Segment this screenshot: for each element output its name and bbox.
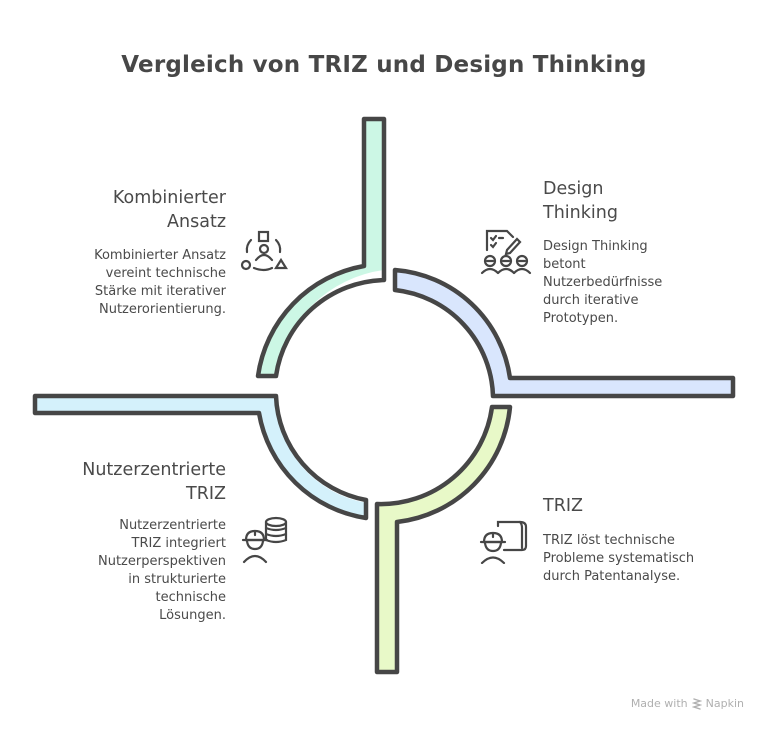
made-with-napkin-badge[interactable]: Made with Napkin bbox=[631, 697, 744, 710]
description-line: durch iterative bbox=[543, 293, 639, 308]
description-line: Design Thinking bbox=[543, 239, 648, 254]
segment-nutzerzentrierte-triz bbox=[32, 393, 369, 521]
page-title: Vergleich von TRIZ und Design Thinking bbox=[121, 52, 647, 78]
heading-line: Nutzerzentrierte bbox=[82, 460, 226, 480]
heading-kombinierter-ansatz: Kombinierter Ansatz bbox=[60, 186, 226, 234]
segment-design-thinking bbox=[392, 267, 736, 399]
engineer-database-icon bbox=[241, 516, 288, 564]
napkin-brand-label: Napkin bbox=[705, 697, 744, 710]
description-line: TRIZ löst technische bbox=[543, 533, 675, 548]
description-line: Probleme systematisch bbox=[543, 551, 695, 566]
heading-design-thinking: Design Thinking bbox=[543, 177, 703, 225]
napkin-logo-icon bbox=[691, 697, 702, 710]
engineer-blueprint-icon bbox=[479, 520, 528, 564]
heading-line: Thinking bbox=[543, 203, 618, 223]
description-line: TRIZ integriert bbox=[131, 536, 226, 551]
heading-triz: TRIZ bbox=[543, 494, 703, 518]
description-line: Prototypen. bbox=[543, 311, 619, 326]
heading-line: Ansatz bbox=[167, 212, 226, 232]
heading-nutzerzentrierte-triz: Nutzerzentrierte TRIZ bbox=[40, 458, 226, 506]
description-line: vereint technische bbox=[105, 266, 226, 281]
heading-line: TRIZ bbox=[186, 484, 226, 504]
made-with-label: Made with bbox=[630, 697, 688, 710]
description-design-thinking: Design Thinking betont Nutzerbedürfnisse… bbox=[543, 238, 723, 328]
heading-line: Design bbox=[543, 179, 604, 199]
description-line: betont bbox=[543, 257, 586, 272]
description-triz: TRIZ löst technische Probleme systematis… bbox=[543, 532, 733, 586]
description-line: in strukturierte bbox=[128, 572, 226, 587]
description-line: Nutzerbedürfnisse bbox=[543, 275, 663, 290]
team-checklist-icon bbox=[480, 229, 532, 275]
people-shapes-icon bbox=[240, 230, 288, 272]
description-line: Nutzerzentrierte bbox=[119, 518, 226, 533]
description-line: Kombinierter Ansatz bbox=[94, 248, 226, 263]
heading-line: Kombinierter bbox=[112, 188, 226, 208]
description-nutzerzentrierte-triz: Nutzerzentrierte TRIZ integriert Nutzerp… bbox=[40, 517, 226, 625]
description-line: durch Patentanalyse. bbox=[543, 569, 681, 584]
segment-triz bbox=[374, 404, 513, 675]
description-line: Nutzerorientierung. bbox=[98, 302, 226, 317]
heading-line: TRIZ bbox=[543, 496, 583, 516]
description-kombinierter-ansatz: Kombinierter Ansatz vereint technische S… bbox=[40, 247, 226, 319]
description-line: Lösungen. bbox=[159, 608, 226, 623]
segment-kombinierter-ansatz bbox=[255, 116, 387, 379]
description-line: Nutzerperspektiven bbox=[97, 554, 226, 569]
description-line: Stärke mit iterativer bbox=[94, 284, 226, 299]
description-line: technische bbox=[155, 590, 227, 605]
